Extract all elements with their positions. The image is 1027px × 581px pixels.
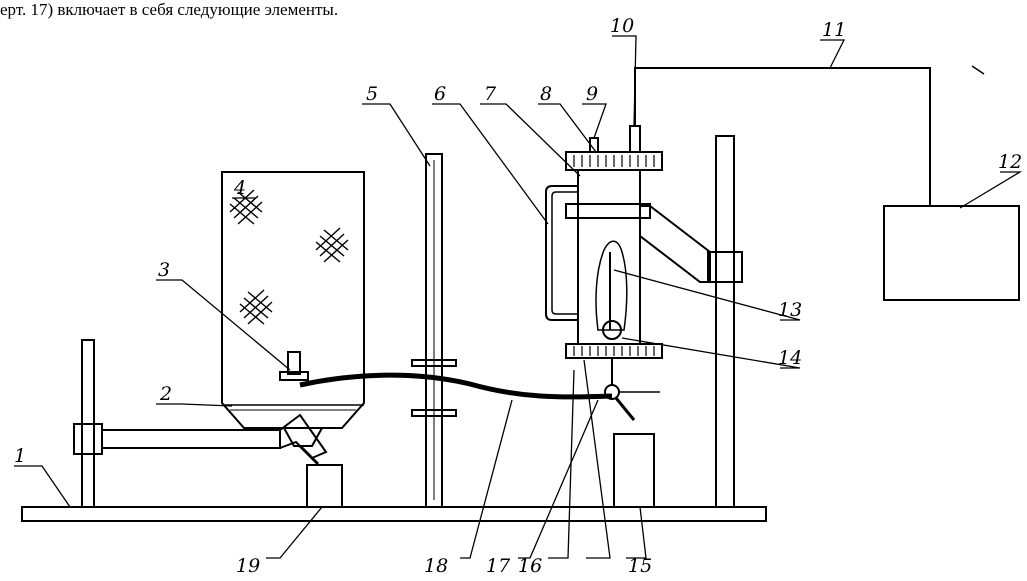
instrument-box bbox=[883, 205, 1020, 301]
reservoir-tank bbox=[221, 171, 365, 429]
callout-10: 10 bbox=[610, 15, 634, 37]
top-flange-hatch bbox=[573, 155, 655, 167]
right-stand-rod bbox=[715, 135, 735, 508]
left-stand-clamp bbox=[73, 423, 103, 455]
tank-support-bracket bbox=[279, 413, 328, 460]
bottom-flange-hatch bbox=[573, 346, 655, 356]
caption-text: ерт. 17) включает в себя следующие элеме… bbox=[0, 0, 339, 19]
specimen bbox=[595, 240, 628, 331]
scale-clip-1 bbox=[411, 359, 457, 367]
tank-outlet bbox=[283, 427, 323, 447]
right-beaker bbox=[613, 433, 655, 508]
callout-6: 6 bbox=[434, 83, 446, 105]
tank-tap bbox=[287, 351, 301, 375]
callout-3: 3 bbox=[158, 259, 170, 281]
filter-mesh-1 bbox=[229, 189, 263, 225]
callout-11: 11 bbox=[822, 19, 846, 41]
tank-tap-collar bbox=[279, 371, 309, 381]
callout-17: 17 bbox=[486, 555, 511, 576]
callout-4: 4 bbox=[233, 177, 246, 199]
callout-2: 2 bbox=[159, 383, 172, 405]
callout-8: 8 bbox=[540, 83, 552, 105]
callout-1: 1 bbox=[14, 445, 26, 467]
flexible-hose bbox=[299, 372, 613, 400]
callout-7: 7 bbox=[484, 83, 497, 105]
callout-12: 12 bbox=[998, 151, 1022, 173]
scale-column bbox=[425, 153, 443, 508]
callout-5: 5 bbox=[366, 83, 378, 105]
left-beaker bbox=[306, 464, 343, 508]
tank-outlet-pipe bbox=[298, 444, 320, 466]
callout-15: 15 bbox=[628, 555, 652, 576]
column-collar bbox=[565, 203, 651, 219]
base-plate bbox=[21, 506, 767, 522]
callout-18: 18 bbox=[424, 555, 448, 576]
leader-lines bbox=[14, 35, 1023, 559]
side-tube bbox=[545, 185, 578, 321]
corner-mark bbox=[971, 65, 985, 75]
filter-mesh-3 bbox=[239, 289, 273, 325]
signal-wire bbox=[634, 67, 931, 206]
side-tube-inner bbox=[551, 191, 578, 315]
callout-16: 16 bbox=[518, 555, 542, 576]
scale-clip-2 bbox=[411, 409, 457, 417]
callout-19: 19 bbox=[236, 555, 260, 576]
ball-valve bbox=[602, 320, 622, 340]
bottom-flange bbox=[565, 343, 663, 359]
callout-9: 9 bbox=[586, 83, 598, 105]
top-fitting-10 bbox=[629, 125, 641, 153]
callout-14: 14 bbox=[778, 347, 802, 369]
left-stand-arm bbox=[101, 429, 281, 449]
stopcock-spout bbox=[614, 397, 636, 421]
right-stand-clamp bbox=[707, 251, 743, 283]
filter-mesh-2 bbox=[315, 227, 349, 263]
callout-13: 13 bbox=[778, 299, 802, 321]
